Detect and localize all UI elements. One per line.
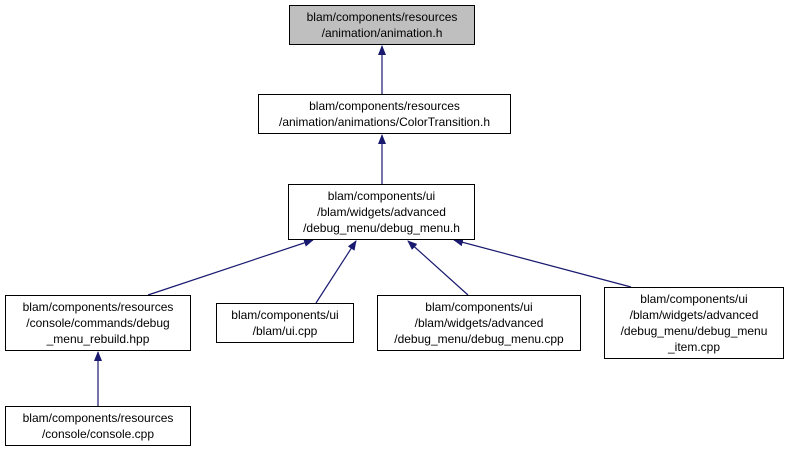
node-label-line: blam/components/resources: [309, 99, 460, 113]
node-label-line: /animation/animations/ColorTransition.h: [279, 115, 490, 129]
edge-ui_cpp-to-debug_menu_h: [315, 240, 357, 304]
node-label-line: /debug_menu/debug_menu.cpp: [394, 332, 564, 346]
node-animation-h[interactable]: blam/components/resources/animation/anim…: [289, 5, 475, 45]
node-label-line: blam/components/resources: [22, 300, 174, 314]
node-label-line: blam/components/ui: [231, 308, 339, 322]
node-label-line: /blam/widgets/advanced: [629, 308, 759, 322]
edge-debug_menu_rebuild_hpp-to-debug_menu_h: [147, 239, 314, 296]
node-ui-cpp[interactable]: blam/components/ui/blam/ui.cpp: [216, 303, 354, 343]
node-label-line: /animation/animation.h: [321, 26, 443, 40]
node-debug-menu-rebuild-hpp[interactable]: blam/components/resources/console/comman…: [5, 295, 191, 351]
node-label-line: /blam/ui.cpp: [252, 324, 318, 338]
node-label-line: /blam/widgets/advanced: [317, 205, 446, 219]
node-debug-menu-h[interactable]: blam/components/ui/blam/widgets/advanced…: [288, 184, 475, 240]
node-label-line: _menu_rebuild.hpp: [46, 332, 150, 346]
node-label-line: blam/components/ui: [640, 292, 748, 306]
node-label-line: /blam/widgets/advanced: [414, 316, 544, 330]
node-colortransition-h[interactable]: blam/components/resources/animation/anim…: [258, 94, 511, 134]
node-console-cpp[interactable]: blam/components/resources/console/consol…: [5, 406, 191, 446]
node-label-line: /console/console.cpp: [41, 427, 155, 441]
node-debug-menu-cpp[interactable]: blam/components/ui/blam/widgets/advanced…: [377, 295, 581, 351]
edge-debug_menu_cpp-to-debug_menu_h: [407, 240, 469, 296]
node-label-line: /console/commands/debug: [26, 316, 170, 330]
node-label-line: blam/components/resources: [306, 10, 458, 24]
node-debug-menu-item-cpp[interactable]: blam/components/ui/blam/widgets/advanced…: [604, 287, 784, 359]
node-label-line: blam/components/ui: [425, 300, 533, 314]
node-label-line: /debug_menu/debug_menu.h: [303, 221, 460, 235]
node-label-line: blam/components/resources: [22, 411, 174, 425]
node-label-line: blam/components/ui: [327, 189, 436, 203]
node-label-line: _item.cpp: [667, 340, 721, 354]
edge-debug_menu_item_cpp-to-debug_menu_h: [453, 238, 632, 288]
node-label-line: /debug_menu/debug_menu: [620, 324, 768, 338]
